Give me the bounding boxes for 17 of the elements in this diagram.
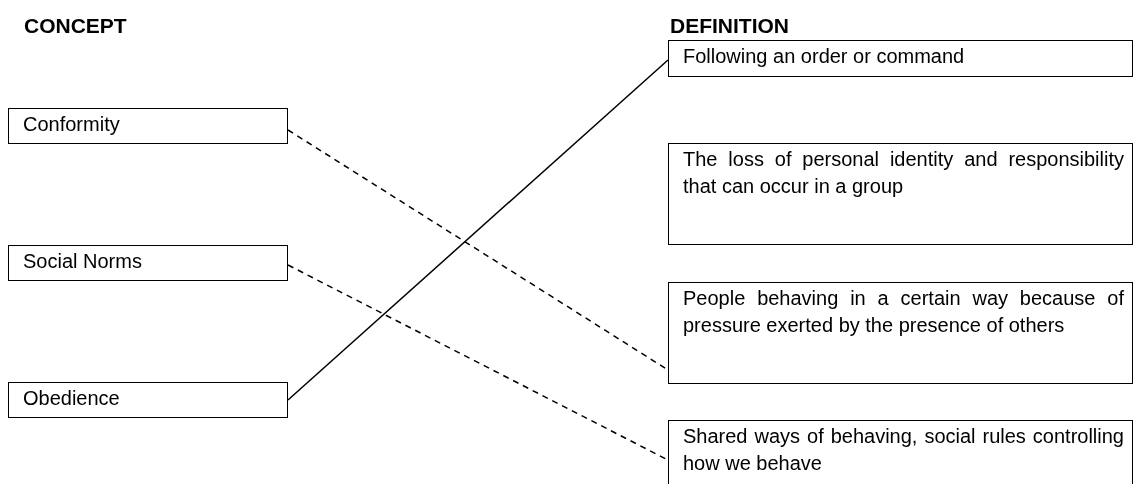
concept-text: Conformity: [23, 112, 121, 137]
definition-box: [668, 282, 1133, 384]
definition-text: Following an order or command: [683, 44, 966, 69]
definition-box: [668, 420, 1133, 484]
connector-line: [287, 59, 669, 401]
definition-text: People behaving in a certain way because of pressure exerted by the presence of others: [683, 286, 1124, 338]
concept-text: Obedience: [23, 386, 121, 411]
definition-box: [668, 40, 1133, 77]
concept-box: [8, 382, 288, 418]
concept-box: [8, 245, 288, 281]
column-heading: DEFINITION: [670, 14, 789, 38]
concept-box: [8, 108, 288, 144]
concept-text: Social Norms: [23, 249, 143, 274]
column-heading: CONCEPT: [24, 14, 127, 38]
definition-text: The loss of personal identity and responsibility that can occur in a group: [683, 147, 1124, 199]
definition-box: [668, 143, 1133, 245]
definition-text: Shared ways of behaving, social rules controlling how we behave: [683, 424, 1124, 476]
